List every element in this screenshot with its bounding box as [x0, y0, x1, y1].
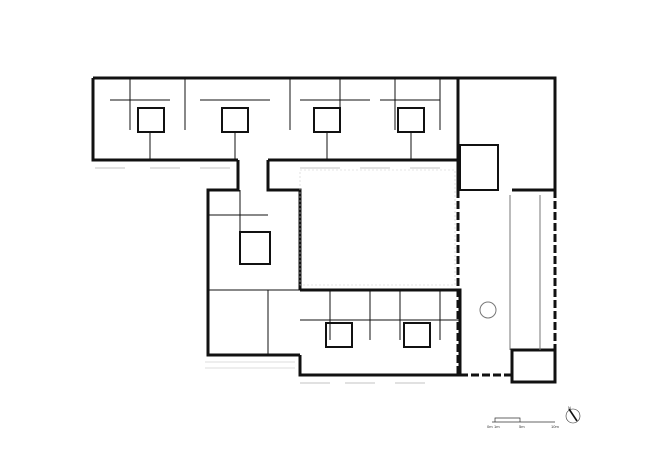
- scale-label-5: 5m: [519, 424, 525, 429]
- north-arrow-icon: N: [565, 405, 581, 424]
- scale-label-1: 1m: [494, 424, 500, 429]
- interior-walls: [110, 78, 541, 355]
- top-wing-wall: [91, 76, 460, 162]
- tower-wall: [456, 76, 557, 192]
- spiral-stair: [479, 301, 497, 319]
- windows: [95, 167, 440, 384]
- scale-label-10: 10m: [551, 424, 559, 429]
- core-box: [459, 144, 499, 191]
- stair-box: [510, 348, 557, 384]
- exterior-walls: [91, 76, 557, 384]
- scale-bar: 0m 1m 5m 10m: [487, 417, 559, 429]
- hall-wall: [456, 190, 557, 377]
- scale-label-0: 0m: [487, 424, 493, 429]
- bottom-wing-wall: [298, 288, 462, 377]
- courtyard-outline: [299, 169, 456, 286]
- north-label: N: [568, 405, 571, 410]
- left-wing-wall: [206, 160, 302, 357]
